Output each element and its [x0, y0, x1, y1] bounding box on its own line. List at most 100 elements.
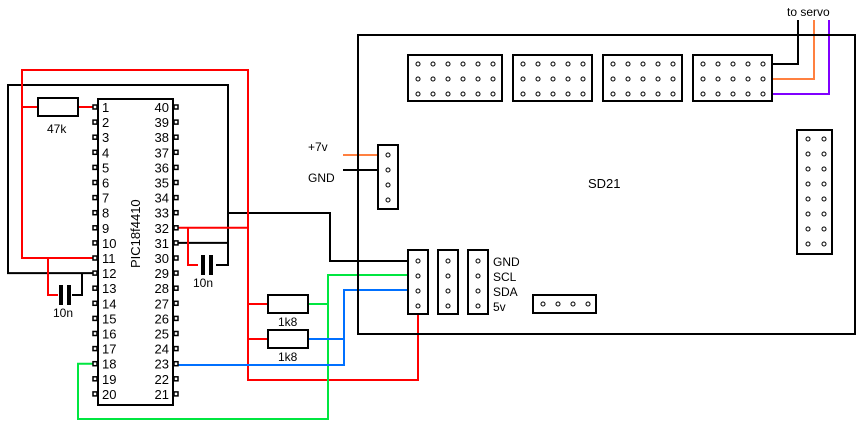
i2c-header-2-pin	[445, 288, 451, 294]
chip-pin-number-right: 32	[155, 221, 169, 236]
chip-pin-number-right: 24	[155, 342, 169, 357]
servo-header-2-pin	[565, 91, 571, 97]
resistor-47k-label: 47k	[47, 122, 67, 136]
power-header-pin	[385, 182, 391, 188]
chip-body	[97, 98, 174, 406]
chip-pin-right	[173, 376, 179, 382]
chip-pin-right	[173, 240, 179, 246]
chip-pin-number-left: 1	[102, 100, 109, 115]
expansion-header-pin	[805, 151, 811, 157]
wire-cap-left-5v	[47, 258, 58, 296]
chip-pin-right	[173, 119, 179, 125]
chip-pin-number-left: 9	[102, 221, 109, 236]
chip-pin-number-right: 29	[155, 266, 169, 281]
servo-header-1-pin	[430, 61, 436, 67]
wire-sda	[176, 289, 418, 366]
chip-pin-right	[173, 194, 179, 201]
power-header-pin	[385, 197, 391, 203]
servo-header-1-pin	[490, 61, 496, 67]
chip-pin-left	[92, 360, 98, 367]
sd21-board	[357, 34, 856, 335]
servo-header-2-pin	[565, 76, 571, 82]
i2c-header-2-pin	[445, 258, 451, 264]
chip-pin-number-left: 13	[102, 281, 116, 296]
i2c-header-3-pin	[475, 273, 481, 279]
i2c-header-2	[437, 249, 459, 315]
power-gnd-label: GND	[308, 171, 335, 185]
chip-pin-number-right: 27	[155, 296, 169, 311]
aux-header	[532, 294, 597, 314]
chip-pin-left	[92, 149, 98, 156]
servo-header-2-pin	[520, 76, 526, 82]
servo-header-4-pin	[760, 91, 766, 97]
chip-pin-number-right: 26	[155, 311, 169, 326]
chip-pin-number-left: 17	[102, 342, 116, 357]
i2c-header-1-pin	[415, 273, 421, 279]
chip-pin-right	[173, 209, 179, 216]
servo-header-3-pin	[610, 91, 616, 97]
expansion-header-pin	[821, 166, 827, 172]
chip-pin-right	[173, 225, 179, 231]
servo-header-1-pin	[475, 76, 481, 82]
resistor-47k	[37, 97, 79, 117]
to-servo-label: to servo	[787, 5, 830, 19]
chip-pin-number-left: 15	[102, 311, 116, 326]
capacitor-right-plate-b	[209, 255, 213, 275]
chip-pin-number-right: 31	[155, 236, 169, 251]
expansion-header-pin	[821, 181, 827, 187]
chip-pin-number-left: 5	[102, 160, 109, 175]
chip-pin-left	[92, 179, 98, 186]
chip-pin-left	[92, 345, 98, 352]
chip-label: PIC18f4410	[128, 199, 143, 268]
wire-cap-right-5v	[187, 227, 198, 266]
chip-pin-left	[92, 119, 98, 125]
chip-pin-number-right: 35	[155, 176, 169, 191]
chip-pin-number-right: 36	[155, 160, 169, 175]
servo-header-2-pin	[550, 91, 556, 97]
servo-header-3-pin	[670, 76, 676, 82]
servo-header-3-pin	[625, 76, 631, 82]
servo-header-1-pin	[445, 91, 451, 97]
aux-header-pin	[570, 301, 576, 307]
chip-pin-left	[92, 164, 98, 171]
i2c-header-2-pin	[445, 303, 451, 309]
chip-pin-left	[92, 134, 98, 140]
chip-pin-left	[92, 300, 98, 307]
chip-pin-right	[173, 360, 179, 367]
expansion-header-pin	[821, 196, 827, 202]
chip-pin-left	[92, 376, 98, 382]
chip-pin-number-left: 14	[102, 296, 116, 311]
servo-header-1-pin	[415, 76, 421, 82]
servo-header-1-pin	[475, 91, 481, 97]
expansion-header-pin	[821, 241, 827, 247]
expansion-header-pin	[805, 211, 811, 217]
chip-pin-number-right: 33	[155, 206, 169, 221]
chip-pin-right	[173, 300, 179, 307]
chip-pin-right	[173, 104, 179, 110]
chip-pin-number-left: 8	[102, 206, 109, 221]
chip-pin-number-left: 11	[102, 251, 116, 266]
servo-header-2-pin	[580, 76, 586, 82]
power-header-pin	[385, 152, 391, 158]
wire-servo-signal	[765, 20, 830, 95]
servo-header-3-pin	[655, 91, 661, 97]
expansion-header-pin	[805, 166, 811, 172]
wire-gnd-to-i2c	[228, 212, 418, 262]
servo-header-1-pin	[445, 76, 451, 82]
chip-pin-right	[173, 255, 179, 261]
servo-header-3-pin	[655, 76, 661, 82]
i2c-header-3-pin	[475, 288, 481, 294]
wire-cap-right-gnd	[216, 242, 229, 266]
chip-pin-number-left: 19	[102, 372, 116, 387]
servo-header-4-pin	[700, 91, 706, 97]
servo-header-2-pin	[565, 61, 571, 67]
chip-pin-number-left: 3	[102, 130, 109, 145]
i2c-header-3	[467, 249, 489, 315]
aux-header-pin	[555, 301, 561, 307]
servo-header-1-pin	[475, 61, 481, 67]
chip-pin-number-left: 4	[102, 145, 109, 160]
chip-pin-right	[173, 149, 179, 156]
servo-header-1-pin	[415, 61, 421, 67]
servo-header-4-pin	[715, 91, 721, 97]
i2c-header-3-pin	[475, 258, 481, 264]
